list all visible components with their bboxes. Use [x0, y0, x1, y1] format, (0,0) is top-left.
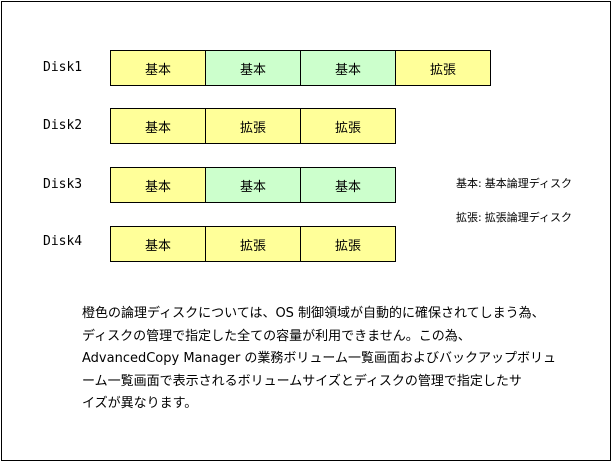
note-line: ディスクの管理で指定した全ての容量が利用できません。この為、 [82, 328, 471, 344]
explanatory-note: 橙色の論理ディスクについては、OS 制御領域が自動的に確保されてしまう為、 ディ… [82, 303, 592, 416]
note-line: イズが異なります。 [82, 396, 198, 411]
partition-cell: 基本 [110, 167, 206, 203]
disk-label: Disk2 [43, 118, 83, 133]
note-line: AdvancedCopy Manager の業務ボリューム一覧画面およびバックア… [82, 351, 557, 366]
disk-bar: 基本 基本 基本 [110, 167, 396, 203]
partition-cell: 基本 [300, 167, 396, 203]
disk-bar: 基本 拡張 拡張 [110, 226, 396, 262]
note-line: 橙色の論理ディスクについては、OS 制御領域が自動的に確保されてしまう為、 [82, 306, 545, 321]
legend-item: 基本:基本論理ディスク [456, 177, 572, 191]
partition-cell: 基本 [110, 108, 206, 144]
legend-desc: 基本論理ディスク [484, 177, 572, 190]
disk-label: Disk3 [43, 177, 83, 192]
partition-cell: 基本 [300, 50, 396, 86]
disk-label: Disk4 [43, 234, 83, 249]
partition-cell: 基本 [205, 167, 301, 203]
partition-cell: 拡張 [300, 226, 396, 262]
disk-bar: 基本 基本 基本 拡張 [110, 50, 491, 86]
legend-desc: 拡張論理ディスク [484, 211, 572, 224]
partition-cell: 基本 [110, 50, 206, 86]
partition-cell: 拡張 [205, 108, 301, 144]
diagram-frame: Disk1 基本 基本 基本 拡張 Disk2 基本 拡張 拡張 Disk3 基… [1, 1, 611, 461]
legend-term: 拡張: [456, 211, 482, 224]
partition-cell: 拡張 [395, 50, 491, 86]
disk-bar: 基本 拡張 拡張 [110, 108, 396, 144]
legend-item: 拡張:拡張論理ディスク [456, 211, 572, 225]
partition-cell: 基本 [205, 50, 301, 86]
disk-label: Disk1 [43, 60, 83, 75]
note-line: ーム一覧画面で表示されるボリュームサイズとディスクの管理で指定したサ [82, 373, 522, 389]
partition-cell: 拡張 [205, 226, 301, 262]
partition-cell: 基本 [110, 226, 206, 262]
partition-cell: 拡張 [300, 108, 396, 144]
legend-term: 基本: [456, 177, 482, 190]
